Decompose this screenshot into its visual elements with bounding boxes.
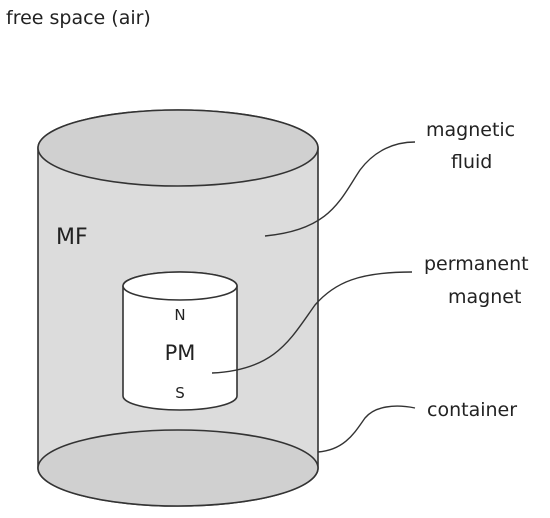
magnetic-fluid-abbrev-label: MF bbox=[56, 225, 88, 250]
magnet-top-ellipse bbox=[122, 271, 238, 301]
container-bottom-ellipse bbox=[37, 429, 319, 507]
callout-magnetic-fluid-line-1: magnetic bbox=[426, 119, 515, 141]
callout-magnetic-fluid-line-2: fluid bbox=[451, 151, 492, 173]
north-pole-label: N bbox=[174, 306, 185, 324]
permanent-magnet-cylinder bbox=[122, 271, 238, 411]
south-pole-label: S bbox=[175, 384, 185, 402]
free-space-label: free space (air) bbox=[6, 7, 151, 29]
callout-permanent-magnet-line-2: magnet bbox=[448, 286, 521, 308]
permanent-magnet-leader-line bbox=[211, 271, 413, 374]
container-top-ellipse bbox=[37, 109, 319, 187]
callout-magnetic-fluid: magnetic fluid bbox=[426, 119, 515, 173]
magnetic-fluid-leader-line bbox=[264, 141, 416, 237]
callout-permanent-magnet: permanent magnet bbox=[424, 253, 529, 308]
callout-container-line-1: container bbox=[427, 399, 517, 421]
container-leader-line bbox=[317, 405, 416, 453]
permanent-magnet-abbrev-label: PM bbox=[165, 341, 196, 365]
callout-permanent-magnet-line-1: permanent bbox=[424, 253, 529, 275]
callout-container: container bbox=[427, 399, 517, 421]
